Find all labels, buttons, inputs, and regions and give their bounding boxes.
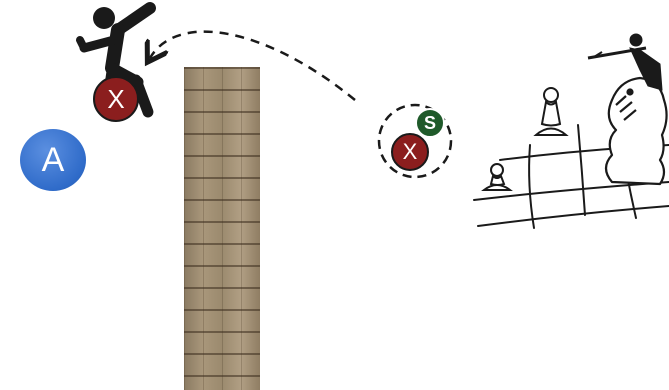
piece-marker-badge: X xyxy=(391,133,429,171)
stick-figure-icon xyxy=(76,2,156,118)
agent-a-badge: A xyxy=(20,129,86,191)
piece-s-badge: S xyxy=(415,108,445,138)
rider-icon xyxy=(587,33,663,91)
target-ring xyxy=(377,103,453,179)
pawn-icon xyxy=(533,87,569,136)
pawn-icon xyxy=(481,163,513,191)
wall-icon xyxy=(184,67,260,390)
knight-icon xyxy=(604,76,668,186)
opponent-marker-badge: X xyxy=(93,76,139,122)
move-arrow xyxy=(150,30,356,101)
